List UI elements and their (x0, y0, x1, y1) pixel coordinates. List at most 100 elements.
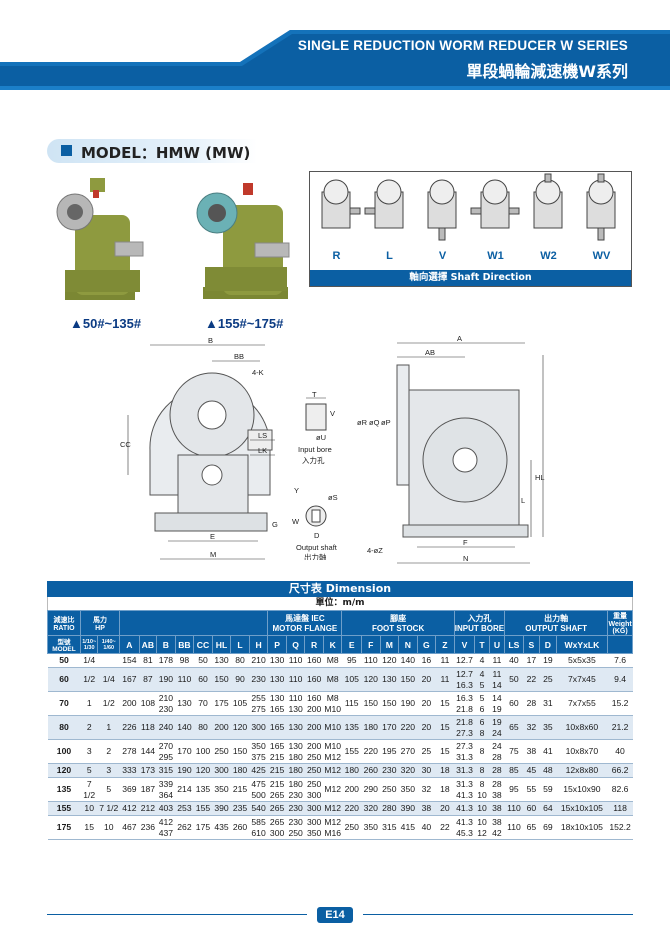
shaft-label-s: øS (328, 493, 338, 502)
cell-e: 105 (341, 667, 362, 692)
cell-wylk: 10x8x70 (556, 739, 608, 764)
cell-g: 30 (417, 763, 436, 778)
cell-e: 95 (341, 653, 362, 668)
cell-model: 175 (47, 815, 81, 840)
cell-hp2: 10 (97, 815, 120, 840)
cell-ab: 118 (139, 715, 157, 740)
cell-z: 20 (435, 801, 455, 816)
cell-e: 250 (341, 815, 362, 840)
cell-m: 120 (380, 653, 399, 668)
cell-bb: 170 (175, 739, 194, 764)
cell-u: 11 14 (489, 667, 505, 692)
table-header-row-1: 減速比 RATIO 馬力 HP 馬達盤 IEC MOTOR FLANGE 腳座 … (47, 610, 633, 636)
th-col-m: M (379, 635, 400, 654)
table-unit: 單位：m/m (47, 597, 633, 610)
bore-shaft-details: T V øU Input bore 入力孔 Y øS W D Output sh… (292, 390, 338, 560)
cell-model: 100 (47, 739, 81, 764)
shaft-wv-icon (575, 172, 628, 244)
cell-hp2: 1/2 (97, 691, 120, 716)
cell-r: 250 (304, 763, 324, 778)
th-col-s: S (522, 635, 541, 654)
cell-f: 120 (361, 667, 381, 692)
cell-f: 350 (361, 815, 381, 840)
cell-l: 180 (230, 763, 250, 778)
cell-p: 215 (267, 763, 287, 778)
cell-a: 278 (119, 739, 140, 764)
bore-caption-en: Input bore (298, 445, 332, 454)
cell-q: 130 180 (286, 739, 305, 764)
shaft-option-r: R (332, 250, 341, 262)
shaft-option-w1: W1 (487, 250, 504, 262)
cell-hp2: 2 (97, 739, 120, 764)
header-title-cn: 單段蝸輪減速機W系列 (466, 62, 628, 81)
th-weight: 重量 Weight (KG) (607, 610, 633, 636)
cell-ab: 187 (139, 777, 157, 802)
cell-f: 290 (361, 777, 381, 802)
th-col-v: V (453, 635, 476, 654)
th-col-n: N (398, 635, 418, 654)
cell-hp1: 10 (80, 801, 98, 816)
cell-g: 20 (417, 667, 436, 692)
cell-wylk: 18x10x105 (556, 815, 608, 840)
cell-v: 31.3 41.3 (454, 777, 475, 802)
bore-label-t: T (312, 390, 317, 399)
page-number: E14 (317, 907, 353, 923)
cell-n: 270 (398, 739, 418, 764)
cell-d: 41 (539, 739, 557, 764)
cell-hp2: 1 (97, 715, 120, 740)
cell-z: 11 (435, 667, 455, 692)
cell-p: 265 300 (267, 815, 287, 840)
cell-ab: 144 (139, 739, 157, 764)
cell-u: 24 28 (489, 739, 505, 764)
cell-hl: 250 (212, 739, 231, 764)
th-col-hl: HL (211, 635, 232, 654)
cell-k: M12 (323, 801, 342, 816)
cell-hp1: 1/2 (80, 667, 98, 692)
cell-a: 333 (119, 763, 140, 778)
dim-label-lk: LK (258, 446, 267, 455)
cell-p: 215 265 (267, 777, 287, 802)
cell-ab: 81 (139, 653, 157, 668)
cell-cc: 80 (193, 715, 213, 740)
th-col-ls: LS (504, 635, 524, 654)
cell-model: 60 (47, 667, 81, 692)
cell-r: 250 300 (304, 777, 324, 802)
cell-hp2: 7 1/2 (97, 801, 120, 816)
cell-h: 350 375 (249, 739, 268, 764)
th-col-b: B (156, 635, 176, 654)
cell-k: M8 (323, 653, 342, 668)
side-label-q: øQ (369, 418, 380, 427)
side-label-ab: AB (425, 348, 435, 357)
cell-t: 6 8 (474, 715, 490, 740)
cell-s: 55 (523, 777, 540, 802)
cell-w: 40 (607, 739, 633, 764)
cell-t: 5 6 (474, 691, 490, 716)
shaft-direction-caption: 軸向選擇 Shaft Direction (310, 270, 631, 286)
th-col-ab: AB (138, 635, 158, 654)
shaft-v-icon (416, 172, 469, 244)
cell-hl: 435 (212, 815, 231, 840)
th-col-g: G (416, 635, 437, 654)
product-caption-small: ▲50#~135# (70, 316, 142, 331)
cell-v: 12.7 16.3 (454, 667, 475, 692)
cell-w: 152.2 (607, 815, 633, 840)
cell-hp1: 7 1/2 (80, 777, 98, 802)
cell-n: 220 (398, 715, 418, 740)
cell-p: 165 215 (267, 739, 287, 764)
cell-k: M10 (323, 715, 342, 740)
cell-wylk: 7x7x55 (556, 691, 608, 716)
cell-f: 150 (361, 691, 381, 716)
side-label-n: N (463, 554, 468, 563)
th-weight-unit (607, 635, 633, 654)
cell-r: 160 (304, 667, 324, 692)
cell-v: 41.3 45.3 (454, 815, 475, 840)
bore-label-v: V (330, 409, 335, 418)
cell-m: 170 (380, 715, 399, 740)
th-ratio-2: 1/40~ 1/60 (97, 635, 121, 654)
cell-hp2: 5 (97, 777, 120, 802)
shaft-caption-cn: 出力軸 (304, 552, 327, 560)
cell-n: 150 (398, 667, 418, 692)
cell-q: 110 (286, 667, 305, 692)
th-col-u: U (488, 635, 506, 654)
